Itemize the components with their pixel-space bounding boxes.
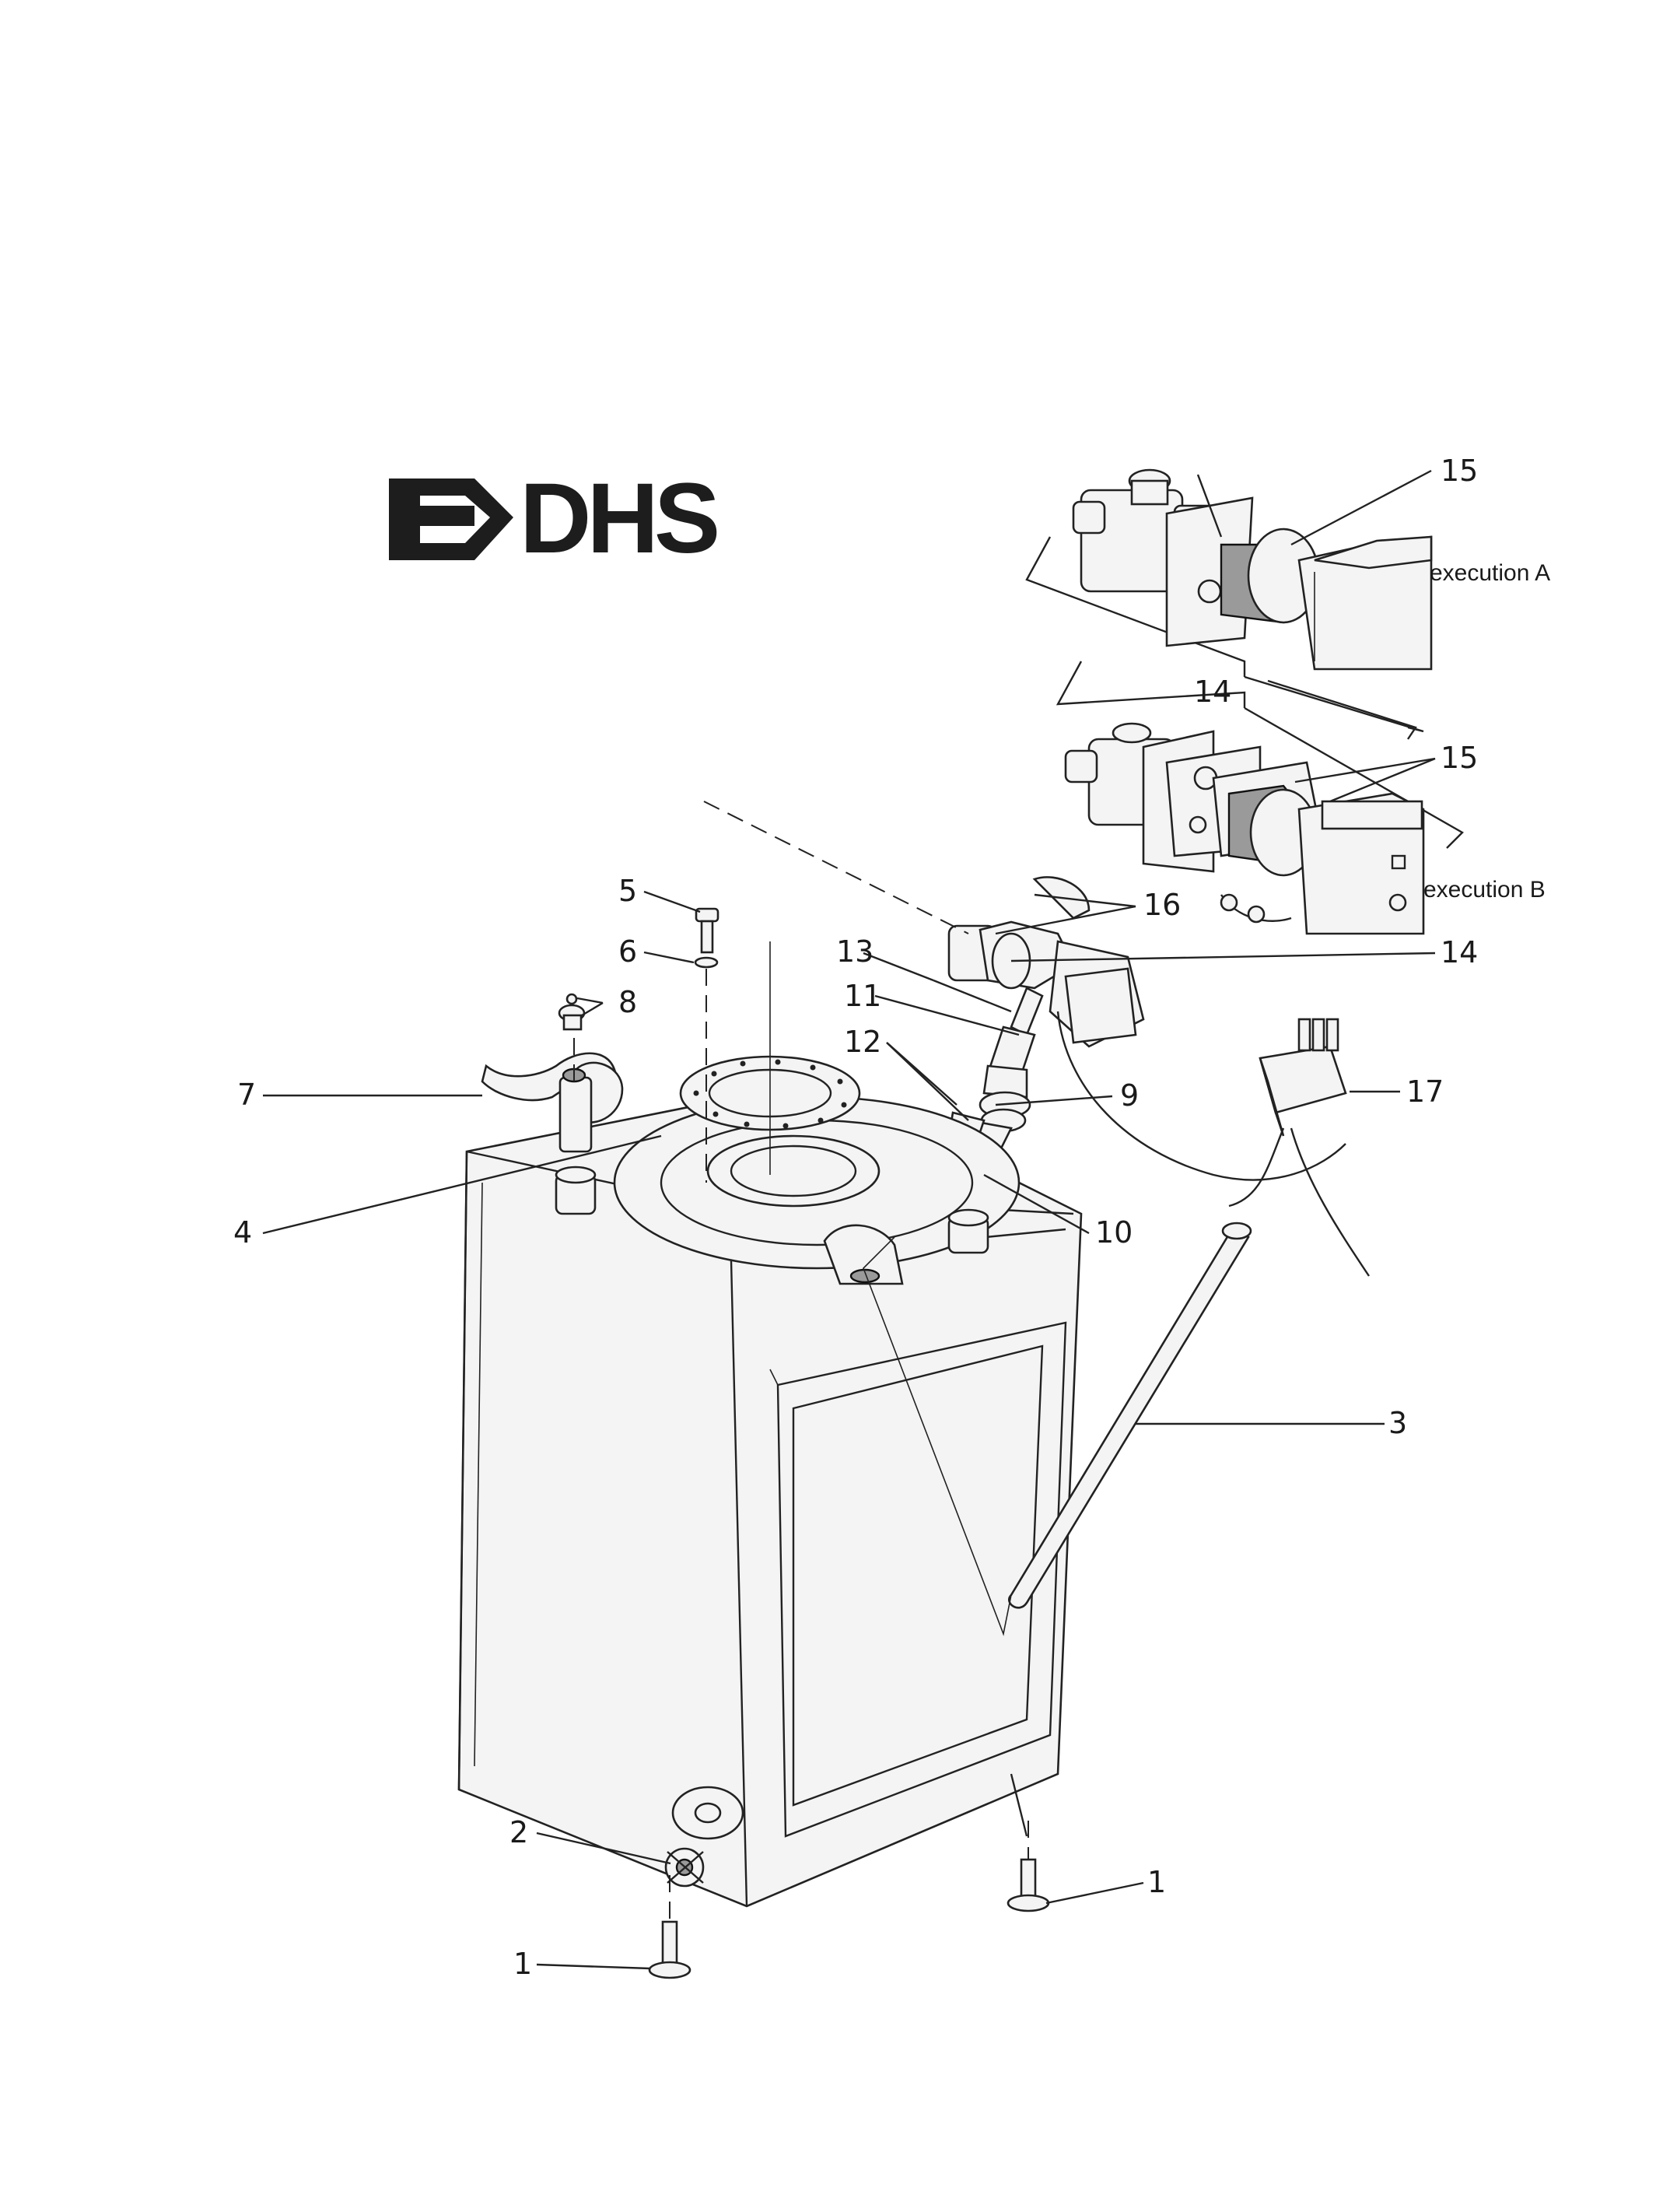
callout-14-b: 14	[1441, 935, 1478, 969]
callout-2: 2	[509, 1815, 528, 1849]
leader-lines	[262, 469, 1436, 1970]
foot-right	[1007, 1821, 1050, 1912]
drain-valve	[664, 1847, 705, 1888]
anode-rod	[863, 1222, 1252, 1636]
callout-6: 6	[618, 934, 637, 969]
elbow-outlet	[481, 993, 624, 1153]
callout-16: 16	[1143, 888, 1181, 922]
valve-execution-a	[1025, 468, 1433, 740]
callout-4: 4	[233, 1215, 252, 1250]
callout-12: 12	[844, 1025, 881, 1059]
foot-left	[648, 1875, 691, 1979]
flange-gasket	[679, 941, 861, 1175]
dhs-logo-text: DHS	[520, 463, 717, 574]
callout-14-a: 14	[1194, 675, 1231, 709]
callout-15-b: 15	[1441, 741, 1478, 775]
bolt-washer	[694, 907, 719, 1183]
dhs-arrow-mark	[389, 479, 513, 560]
caption-execution-b: execution B	[1423, 877, 1546, 903]
callout-7: 7	[237, 1078, 256, 1112]
callout-8: 8	[618, 985, 637, 1019]
callout-11: 11	[844, 979, 881, 1013]
callout-3: 3	[1388, 1406, 1407, 1440]
dhs-logo: DHS	[389, 463, 722, 574]
callout-1-right: 1	[1147, 1865, 1166, 1899]
callout-labels: 15 14 15 16 14 5 6 13 8 11 12 7 9 17 4 1…	[233, 454, 1478, 1981]
assembly-axis-dashed	[703, 801, 969, 934]
callout-15-a: 15	[1441, 454, 1478, 488]
callout-1-left: 1	[513, 1947, 532, 1981]
thermostat-control	[1228, 1018, 1370, 1277]
callout-10: 10	[1095, 1215, 1133, 1250]
valve-assembly-center	[947, 876, 1346, 1181]
callout-9: 9	[1120, 1078, 1139, 1113]
callout-13: 13	[836, 934, 874, 969]
caption-execution-a: execution A	[1430, 560, 1550, 586]
tank-body	[457, 1080, 1083, 1908]
callout-5: 5	[618, 874, 637, 908]
callout-17: 17	[1406, 1074, 1444, 1109]
valve-execution-b	[1056, 661, 1464, 935]
